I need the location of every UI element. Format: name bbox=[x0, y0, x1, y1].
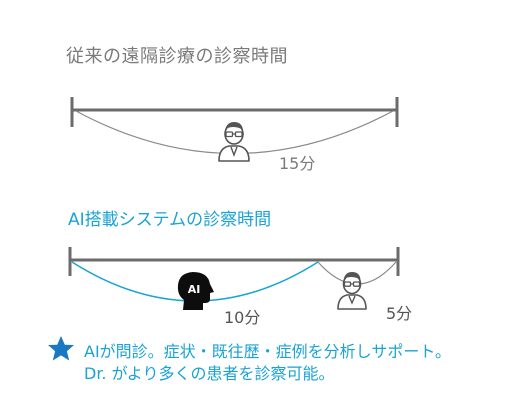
doctor-icon-2 bbox=[337, 272, 367, 310]
note-line-2: Dr. がより多くの患者を診察可能。 bbox=[84, 364, 335, 383]
conventional-title: 従来の遠隔診療の診察時間 bbox=[66, 46, 288, 67]
ai-doctor-minutes: 5分 bbox=[386, 304, 413, 323]
ai-minutes: 10分 bbox=[224, 308, 261, 327]
note-line-1: AIが問診。症状・既往歴・症例を分析しサポート。 bbox=[84, 342, 452, 361]
doctor-icon bbox=[218, 122, 250, 162]
star-icon bbox=[48, 336, 74, 361]
ai-system-title: AI搭載システムの診察時間 bbox=[68, 210, 272, 230]
conventional-doctor-minutes: 15分 bbox=[279, 154, 316, 173]
ai-head-icon: AI bbox=[177, 272, 214, 310]
ai-badge-label: AI bbox=[188, 283, 201, 296]
